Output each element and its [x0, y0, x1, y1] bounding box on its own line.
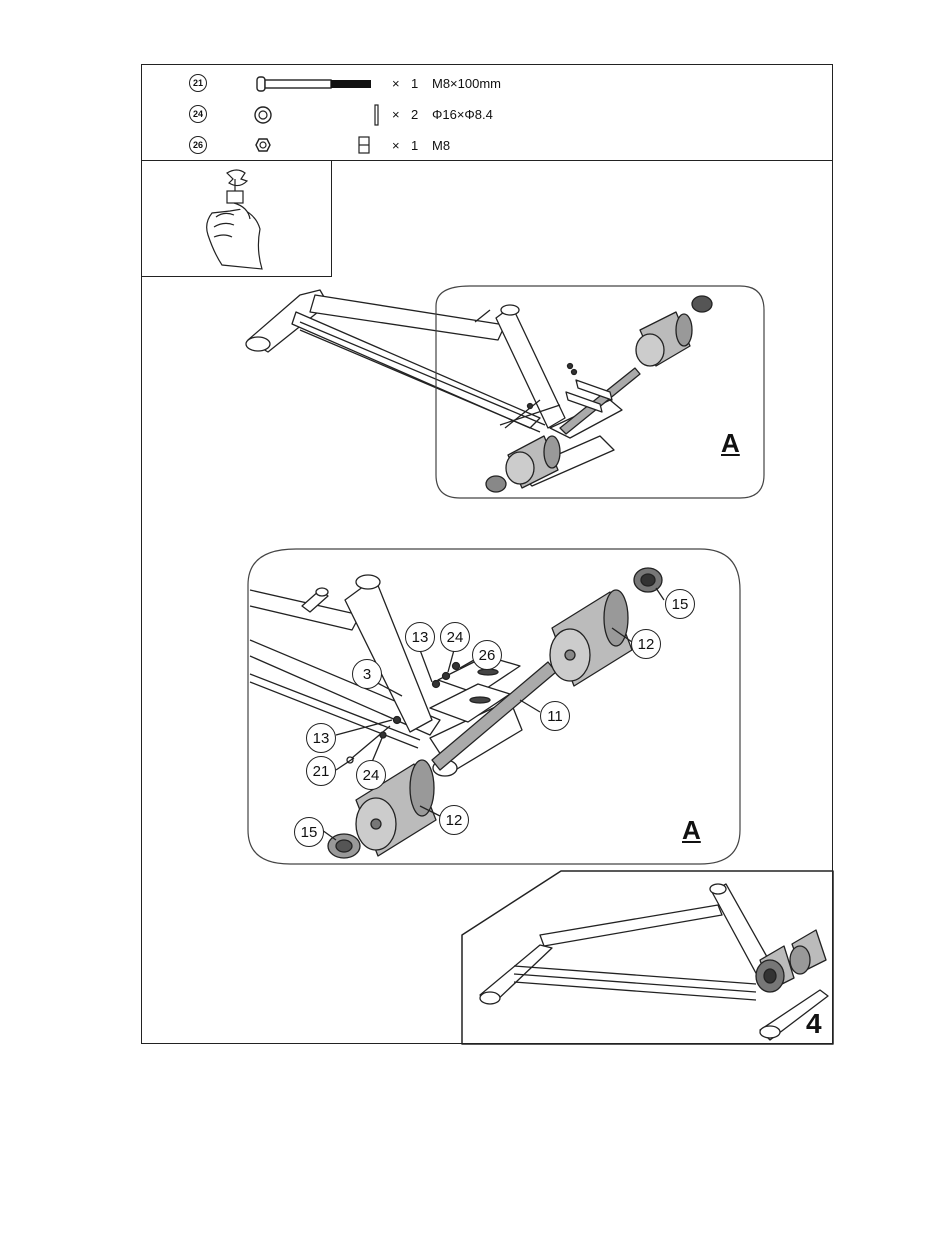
callout-13-upper: 13 [405, 622, 435, 652]
end-cap-upper-detail [634, 568, 662, 592]
step-number: 4 [806, 1008, 822, 1040]
completed-bench-view [462, 871, 833, 1044]
callout-24-upper: 24 [440, 622, 470, 652]
end-cap-small-upper [692, 296, 712, 312]
detail-a-label-large: A [682, 815, 701, 846]
callout-15-upper: 15 [665, 589, 695, 619]
callout-3: 3 [352, 659, 382, 689]
callout-12-lower: 12 [439, 805, 469, 835]
callout-21: 21 [306, 756, 336, 786]
detail-a-label-small: A [721, 428, 740, 459]
callout-15-lower: 15 [294, 817, 324, 847]
callout-24-lower: 24 [356, 760, 386, 790]
callout-12-upper: 12 [631, 629, 661, 659]
roller-pad-upper-detail [550, 590, 632, 686]
end-cap-small-lower [486, 476, 506, 492]
callout-11: 11 [540, 701, 570, 731]
roller-pad-small-lower [506, 436, 560, 488]
bench-frame-overview [246, 290, 622, 486]
callout-26: 26 [472, 640, 502, 670]
callout-13-lower: 13 [306, 723, 336, 753]
roller-pad-small-upper [636, 312, 692, 366]
